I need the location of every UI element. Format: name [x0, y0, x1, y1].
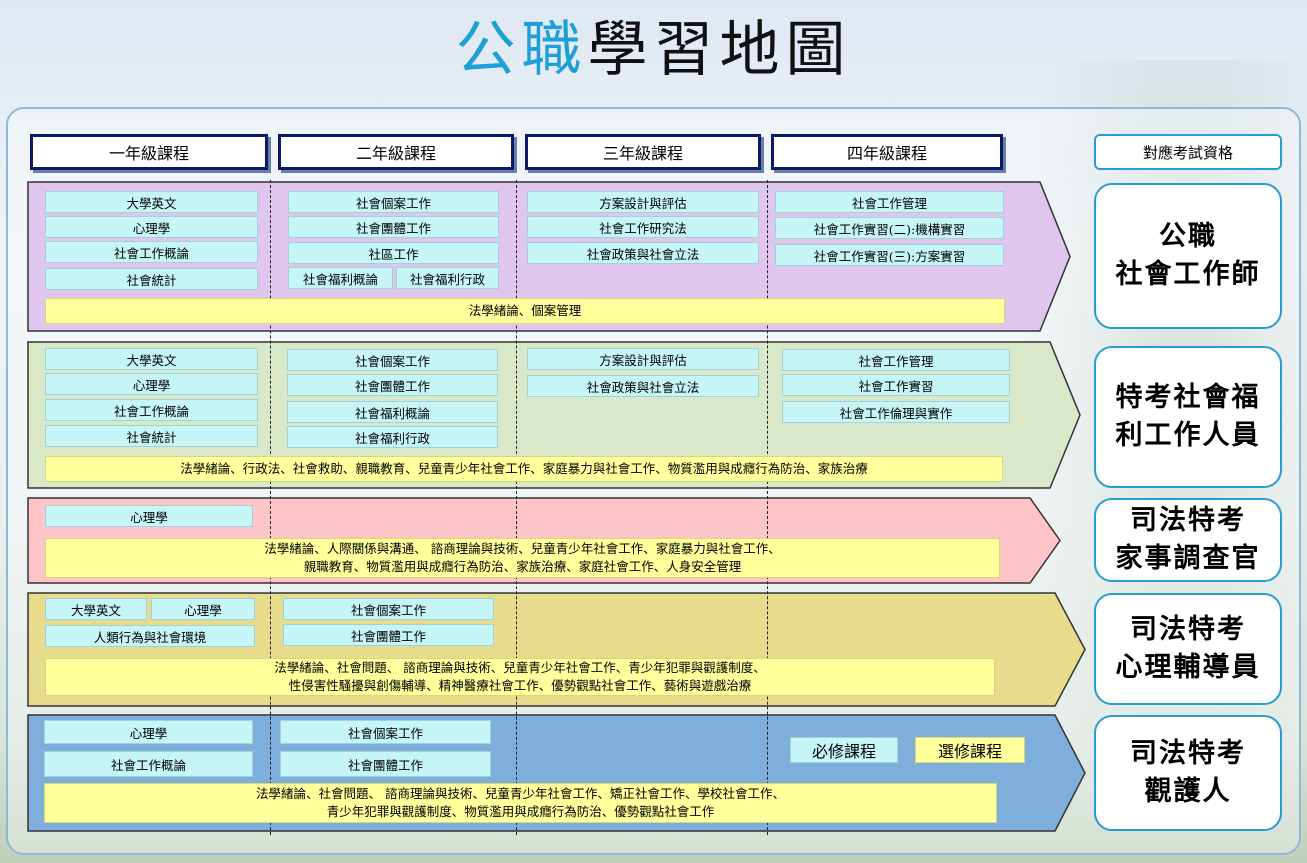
exam-line: 利工作人員 — [1115, 420, 1261, 451]
course-cell: 人類行為與社會環境 — [45, 625, 255, 647]
course-cell: 大學英文 — [45, 348, 258, 370]
exam-line: 特考社會福 — [1115, 382, 1261, 413]
elective-cell: 法學緒論、人際關係與溝通、 諮商理論與技術、兒童青少年社會工作、家庭暴力與社會工… — [45, 538, 1000, 578]
exam-line: 司法特考 — [1130, 505, 1246, 536]
course-cell: 社會福利行政 — [396, 267, 499, 289]
course-cell: 方案設計與評估 — [527, 348, 759, 370]
title-accent: 公職 — [455, 15, 588, 85]
course-cell: 社會福利概論 — [288, 267, 393, 289]
course-cell: 社會政策與社會立法 — [527, 375, 759, 397]
course-cell: 心理學 — [44, 720, 253, 744]
course-cell: 社會福利行政 — [287, 426, 498, 448]
year-4-header: 四年級課程 — [771, 134, 1003, 170]
course-cell: 社會個案工作 — [288, 191, 499, 213]
elective-line: 法學緒論、社會問題、 諮商理論與技術、兒童青少年社會工作、青少年犯罪與觀護制度、 — [274, 660, 766, 675]
course-cell: 社會團體工作 — [280, 751, 491, 777]
exam-box-social-worker: 公職 社會工作師 — [1094, 183, 1282, 329]
exam-line: 公職 — [1159, 221, 1217, 252]
exam-box-probation-officer: 司法特考 觀護人 — [1094, 715, 1282, 831]
course-cell: 社會統計 — [45, 268, 258, 290]
course-cell: 社會工作實習(三):方案實習 — [775, 244, 1004, 266]
elective-line: 親職教育、物質濫用與成癮行為防治、家族治療、家庭社會工作、人身安全管理 — [303, 559, 742, 574]
title-rest: 學習地圖 — [587, 15, 852, 85]
elective-line: 性侵害性騷擾與創傷輔導、精神醫療社會工作、優勢觀點社會工作、藝術與遊戲治療 — [288, 678, 752, 693]
elective-cell: 法學緒論、社會問題、 諮商理論與技術、兒童青少年社會工作、青少年犯罪與觀護制度、… — [45, 658, 995, 696]
course-cell: 大學英文 — [45, 598, 147, 620]
course-cell: 社會工作倫理與實作 — [782, 401, 1010, 423]
elective-cell: 法學緒論、社會問題、 諮商理論與技術、兒童青少年社會工作、矯正社會工作、學校社會… — [44, 783, 997, 823]
elective-line: 法學緒論、行政法、社會救助、親職教育、兒童青少年社會工作、家庭暴力與社會工作、物… — [180, 461, 868, 476]
exam-line: 觀護人 — [1144, 776, 1232, 807]
legend-elective: 選修課程 — [915, 737, 1025, 763]
year-3-header: 三年級課程 — [525, 134, 761, 170]
elective-cell: 法學緒論、個案管理 — [45, 298, 1005, 324]
exam-line: 司法特考 — [1130, 614, 1246, 645]
exam-column-header: 對應考試資格 — [1094, 134, 1282, 170]
course-cell: 社會團體工作 — [287, 374, 498, 396]
course-cell: 社會個案工作 — [280, 720, 491, 744]
year-divider-2 — [516, 180, 517, 835]
course-cell: 社會團體工作 — [288, 216, 499, 238]
elective-cell: 法學緒論、行政法、社會救助、親職教育、兒童青少年社會工作、家庭暴力與社會工作、物… — [45, 456, 1003, 482]
year-2-header: 二年級課程 — [278, 134, 514, 170]
elective-line: 法學緒論、個案管理 — [468, 303, 582, 318]
course-cell: 社會工作管理 — [775, 191, 1004, 213]
elective-line: 青少年犯罪與觀護制度、物質濫用與成癮行為防治、優勢觀點社會工作 — [326, 804, 715, 819]
course-cell: 社會團體工作 — [283, 624, 494, 646]
exam-line: 社會工作師 — [1115, 259, 1261, 290]
year-divider-1 — [270, 180, 271, 835]
legend-required: 必修課程 — [790, 737, 898, 763]
exam-line: 家事調查官 — [1115, 543, 1261, 574]
course-cell: 社區工作 — [288, 242, 499, 264]
course-cell: 大學英文 — [45, 191, 258, 213]
exam-box-welfare-staff: 特考社會福 利工作人員 — [1094, 346, 1282, 488]
course-cell: 社會工作實習(二):機構實習 — [775, 217, 1004, 239]
course-cell: 心理學 — [45, 505, 253, 527]
course-cell: 社會統計 — [45, 425, 258, 447]
course-cell: 社會個案工作 — [283, 598, 494, 620]
course-cell: 社會工作研究法 — [527, 216, 759, 238]
course-cell: 社會工作概論 — [44, 751, 253, 777]
page-title: 公職學習地圖 — [0, 8, 1307, 92]
elective-line: 法學緒論、人際關係與溝通、 諮商理論與技術、兒童青少年社會工作、家庭暴力與社會工… — [264, 541, 781, 556]
course-cell: 社會工作概論 — [45, 399, 258, 421]
year-divider-3 — [767, 180, 768, 835]
course-cell: 心理學 — [45, 373, 258, 395]
course-cell: 社會福利概論 — [287, 401, 498, 423]
course-cell: 方案設計與評估 — [527, 191, 759, 213]
course-cell: 心理學 — [151, 598, 255, 620]
course-cell: 社會工作管理 — [782, 349, 1010, 371]
exam-line: 心理輔導員 — [1115, 652, 1261, 683]
course-cell: 社會工作概論 — [45, 241, 258, 263]
exam-box-counselor: 司法特考 心理輔導員 — [1094, 593, 1282, 705]
course-cell: 心理學 — [45, 216, 258, 238]
exam-line: 司法特考 — [1130, 738, 1246, 769]
elective-line: 法學緒論、社會問題、 諮商理論與技術、兒童青少年社會工作、矯正社會工作、學校社會… — [256, 786, 785, 801]
course-cell: 社會工作實習 — [782, 374, 1010, 396]
year-1-header: 一年級課程 — [30, 134, 268, 170]
exam-box-family-investigator: 司法特考 家事調查官 — [1094, 498, 1282, 582]
course-cell: 社會政策與社會立法 — [527, 242, 759, 264]
course-cell: 社會個案工作 — [287, 349, 498, 371]
